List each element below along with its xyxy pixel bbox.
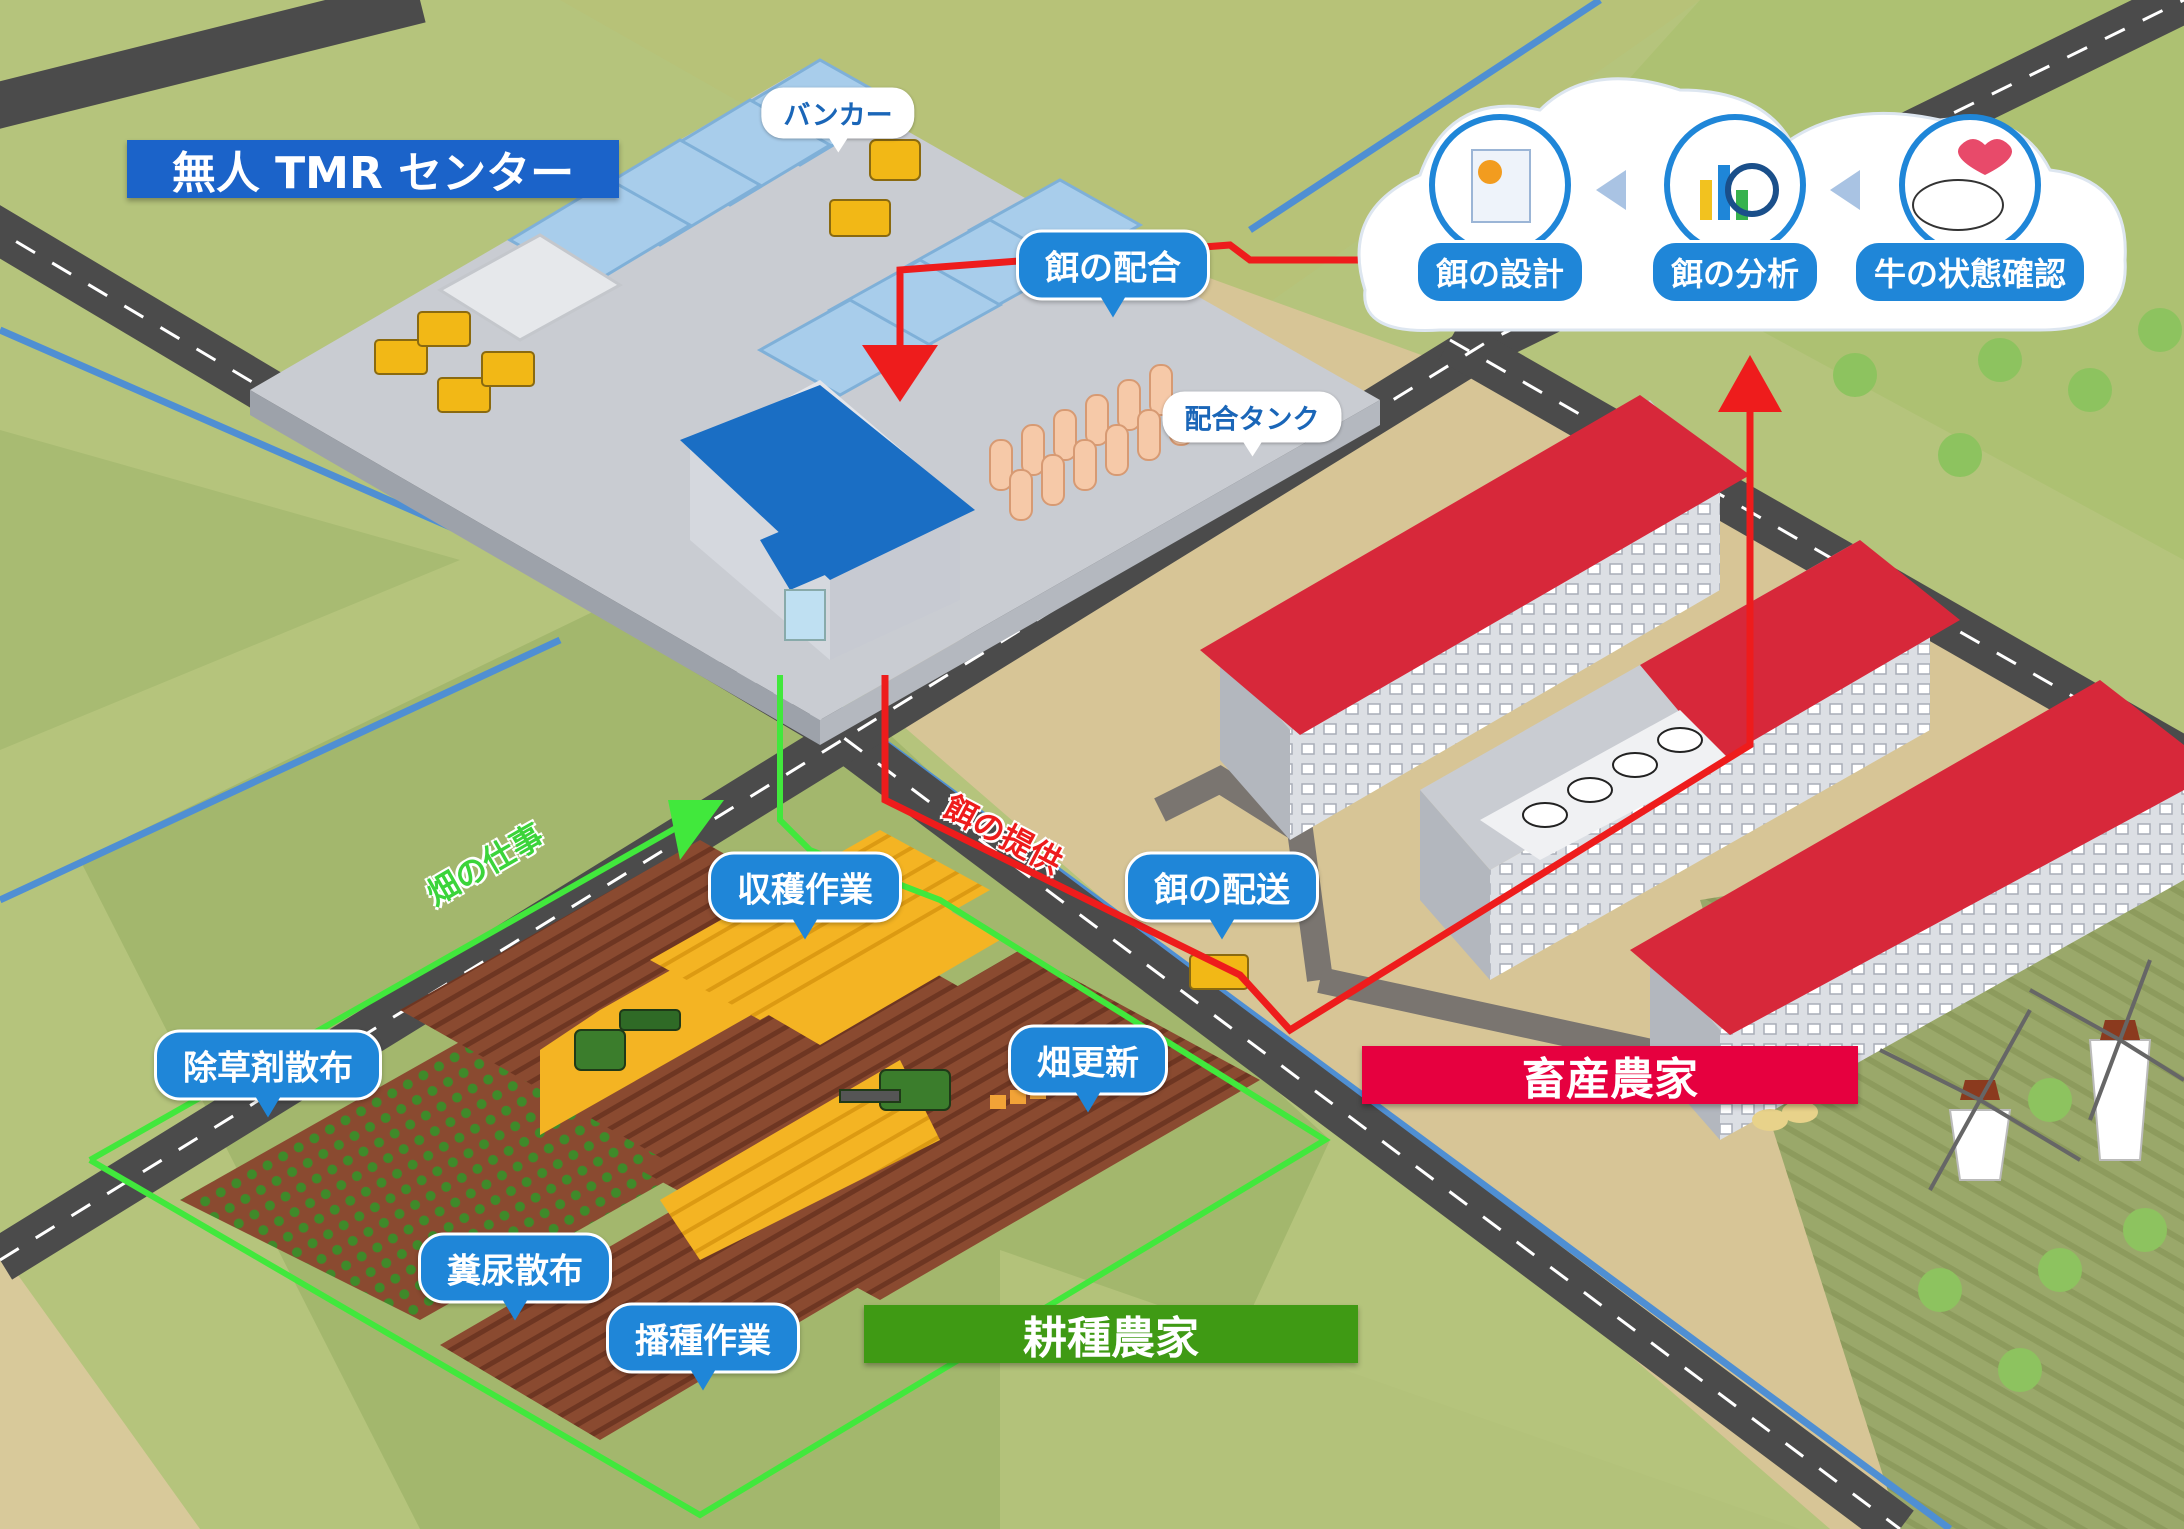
field-work-arrowhead: [668, 800, 724, 860]
crop-farmer-label: 耕種農家: [1023, 1313, 1199, 1364]
bunker-label: バンカー: [761, 87, 915, 153]
feed-design-label: 餌の設計: [1414, 240, 1586, 304]
mixing-tank-label: 配合タンク: [1162, 391, 1342, 457]
feed-mix-arrowhead: [862, 345, 938, 402]
sowing-label: 播種作業: [606, 1302, 800, 1391]
cow-check-label: 牛の状態確認: [1852, 240, 2088, 304]
feed-delivery-label: 餌の配送: [1125, 851, 1319, 940]
field-renewal-label: 畑更新: [1008, 1024, 1168, 1113]
manure-label: 糞尿散布: [418, 1232, 612, 1321]
field-work-loop: [88, 675, 1331, 1519]
tractors: [574, 1009, 951, 1111]
cows: [1522, 727, 1703, 828]
trees: [1833, 308, 2182, 1392]
herbicide-label: 除草剤散布: [154, 1029, 382, 1118]
page-title: 無人 TMR センター: [171, 148, 575, 199]
livestock-farmer-banner: 畜産農家: [1362, 1046, 1858, 1105]
windmills: [1879, 959, 2184, 1191]
feed-mixing-label: 餌の配合: [1016, 229, 1210, 318]
crop-farmer-banner: 耕種農家: [864, 1305, 1358, 1364]
dump-trucks: [374, 139, 1249, 990]
livestock-farmer-label: 畜産農家: [1522, 1054, 1698, 1105]
warehouse: [680, 380, 975, 660]
harvest-label: 収穫作業: [708, 851, 902, 940]
feed-data-arrowhead: [1718, 355, 1782, 412]
feed-analysis-label: 餌の分析: [1649, 240, 1821, 304]
feed-flow-lines: [881, 241, 1754, 1035]
title-banner: 無人 TMR センター: [127, 140, 619, 199]
